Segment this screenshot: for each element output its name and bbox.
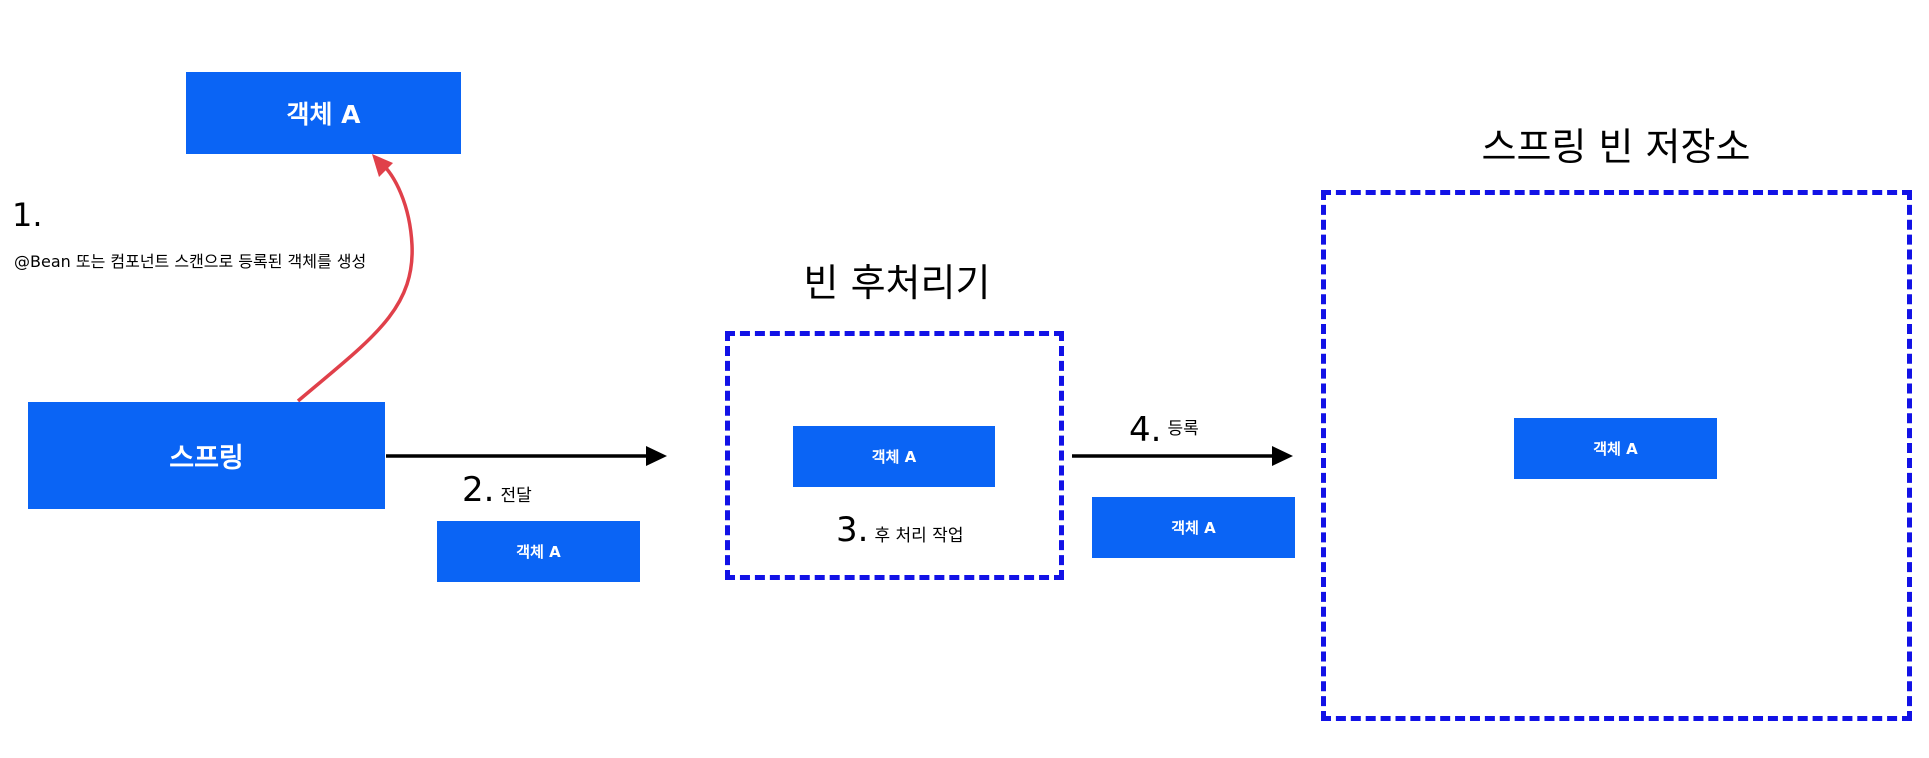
post-processor-container xyxy=(725,331,1064,580)
object-a-processing-box: 객체 A xyxy=(793,426,995,487)
transfer-arrow-head xyxy=(646,446,667,466)
object-a-transfer-label: 객체 A xyxy=(516,543,561,561)
post-processor-title: 빈 후처리기 xyxy=(803,261,991,305)
spring-label: 스프링 xyxy=(169,443,244,474)
step4-number: 4. xyxy=(1129,410,1162,450)
create-arrow-head xyxy=(372,154,393,177)
object-a-register-label: 객체 A xyxy=(1171,519,1216,537)
object-a-register-box: 객체 A xyxy=(1092,497,1295,558)
object-a-processing-label: 객체 A xyxy=(871,448,917,466)
bean-store-container xyxy=(1321,190,1912,721)
step3-text: 후 처리 작업 xyxy=(874,526,964,546)
step4-text: 등록 xyxy=(1167,419,1199,439)
step1-description: @Bean 또는 컴포넌트 스캔으로 등록된 객체를 생성 xyxy=(14,252,367,271)
object-a-stored-label: 객체 A xyxy=(1593,440,1638,458)
object-a-transfer-box: 객체 A xyxy=(437,521,640,582)
step2-number: 2. xyxy=(462,470,495,510)
step3-number: 3. xyxy=(836,510,869,550)
step2-label: 2.전달 xyxy=(462,470,532,510)
bean-store-title: 스프링 빈 저장소 xyxy=(1481,125,1751,169)
step2-text: 전달 xyxy=(500,486,532,506)
object-a-created-box: 객체 A xyxy=(186,72,461,154)
step3-label: 3.후 처리 작업 xyxy=(836,510,963,550)
step1-number: 1. xyxy=(12,196,43,234)
object-a-stored-box: 객체 A xyxy=(1514,418,1717,479)
register-arrow-head xyxy=(1272,446,1293,466)
object-a-created-label: 객체 A xyxy=(286,100,361,129)
step4-label: 4.등록 xyxy=(1129,410,1199,450)
create-arrow xyxy=(296,160,414,403)
spring-box: 스프링 xyxy=(28,402,385,509)
